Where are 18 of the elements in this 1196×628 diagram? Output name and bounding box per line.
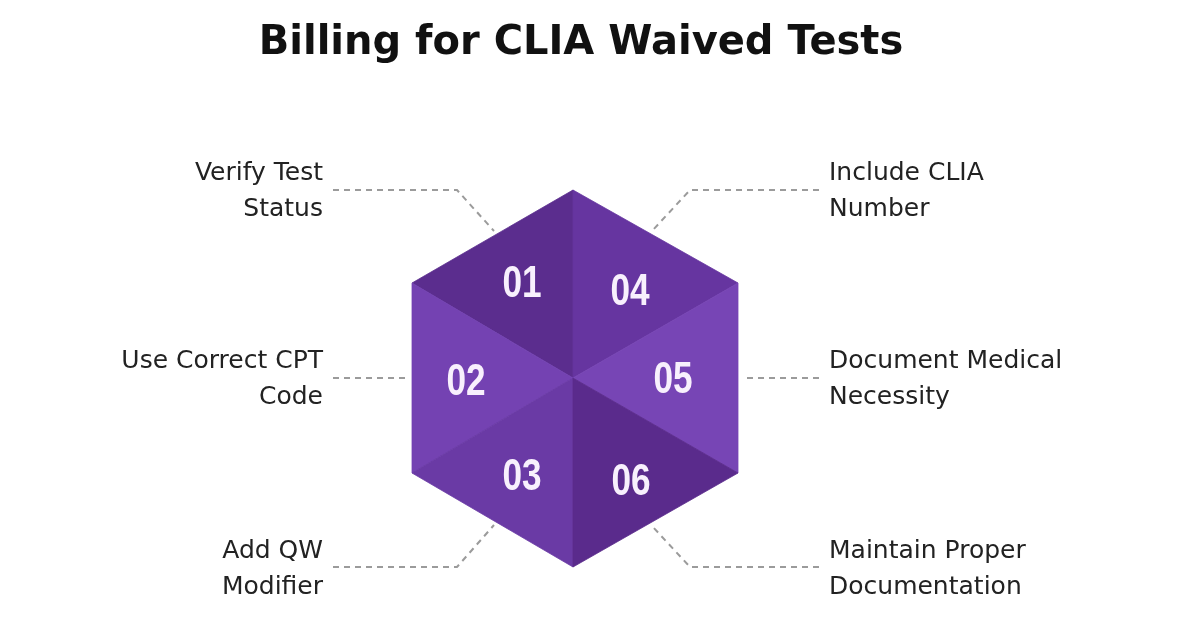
leader-line [651,189,820,232]
step-number: 04 [610,268,650,312]
step-label: Include CLIA Number [829,154,985,226]
step-label: Maintain Proper Documentation [829,532,1027,604]
step-number: 06 [611,458,651,502]
diagram-title: Billing for CLIA Waived Tests [258,16,904,64]
leader-line [332,189,495,232]
leader-line [651,525,820,568]
leader-line [332,377,407,379]
step-label: Use Correct CPT Code [120,342,323,414]
step-label: Document Medical Necessity [829,342,1064,414]
step-number: 05 [653,356,693,400]
leader-line [332,524,495,568]
step-number: 02 [446,358,486,402]
step-number: 03 [502,453,542,497]
step-number: 01 [502,260,542,304]
step-label: Verify Test Status [193,154,323,226]
step-label: Add QW Modifier [220,532,323,604]
